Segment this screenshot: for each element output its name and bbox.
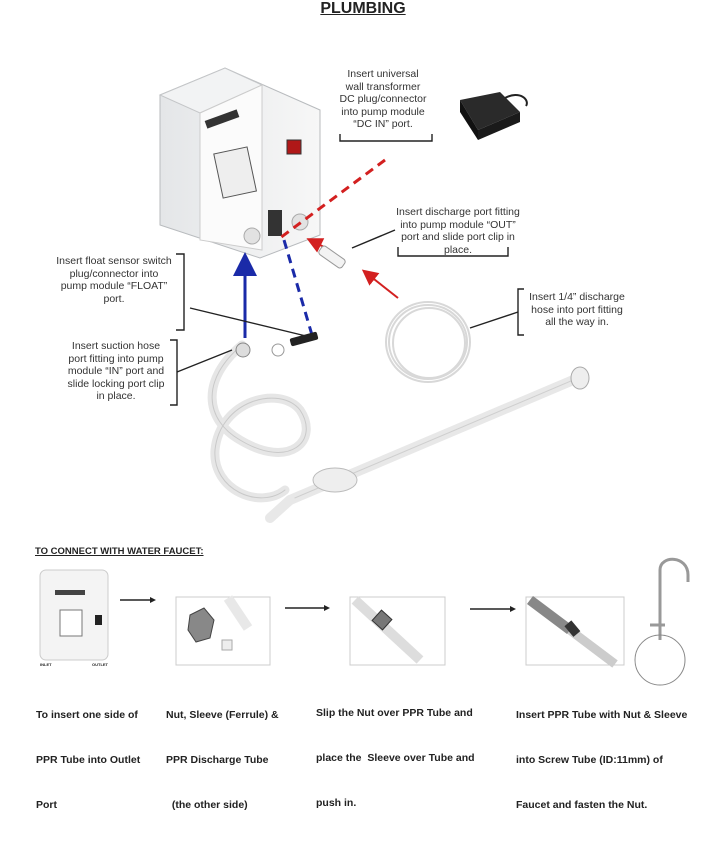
callout-line: port fitting into pump	[68, 352, 164, 365]
callout-line: into pump module	[341, 105, 425, 118]
callout-dc-in: Insert universal wall transformer DC plu…	[335, 68, 431, 131]
callout-line: port.	[103, 292, 125, 305]
step-line: PPR Tube into Outlet	[36, 754, 141, 766]
suction-hose-image	[207, 340, 311, 503]
callout-line: place.	[443, 243, 473, 256]
callout-line: DC plug/connector	[339, 93, 427, 105]
callout-line: plug/connector into	[69, 267, 159, 280]
pump-module-image	[158, 67, 321, 259]
nut-sleeve-image	[187, 595, 253, 651]
faucet-section-heading: TO CONNECT WITH WATER FAUCET:	[35, 546, 204, 557]
pump-front-image	[39, 569, 109, 661]
callout-discharge-hose: Insert 1/4” discharge hose into port fit…	[522, 291, 632, 329]
callout-line: module “IN” port and	[67, 365, 165, 377]
page-title: PLUMBING	[320, 0, 406, 17]
plumbing-diagram: PLUMBING	[35, 0, 690, 811]
callout-suction: Insert suction hose port fitting into pu…	[60, 340, 172, 403]
step-2-text: Nut, Sleeve (Ferrule) & PPR Discharge Tu…	[166, 678, 279, 843]
step-line: Insert PPR Tube with Nut & Sleeve	[516, 709, 688, 721]
step-3-text: Slip the Nut over PPR Tube and place the…	[316, 676, 475, 841]
step-line: Port	[36, 799, 57, 811]
callout-line: wall transformer	[345, 80, 421, 93]
callout-out-port: Insert discharge port fitting into pump …	[390, 206, 526, 256]
step-line: To insert one side of	[36, 709, 138, 721]
outlet-label: OUTLET	[92, 662, 108, 667]
step-line: push in.	[316, 797, 357, 809]
power-adapter-image	[460, 92, 528, 140]
callout-line: Insert suction hose	[71, 340, 161, 352]
callout-line: port and slide port clip in	[401, 231, 515, 243]
callout-line: into pump module “OUT”	[400, 218, 516, 231]
step-line: Slip the Nut over PPR Tube and	[316, 707, 473, 719]
callout-line: Insert universal	[347, 68, 419, 80]
step-1-text: To insert one side of PPR Tube into Outl…	[36, 678, 140, 843]
callout-line: Insert discharge port fitting	[396, 206, 520, 218]
callout-line: in place.	[96, 390, 136, 402]
callout-line: hose into port fitting	[531, 303, 623, 316]
step-4-text: Insert PPR Tube with Nut & Sleeve into S…	[516, 678, 687, 843]
inlet-label: INLET	[40, 662, 52, 667]
callout-line: slide locking port clip	[67, 377, 165, 390]
callout-float: Insert float sensor switch plug/connecto…	[52, 255, 176, 305]
step-line: into Screw Tube (ID:11mm) of	[516, 754, 663, 766]
callout-line: all the way in.	[545, 316, 609, 328]
tube-with-nut-image	[351, 596, 424, 664]
step-line: (the other side)	[166, 799, 248, 811]
step-line: Nut, Sleeve (Ferrule) &	[166, 709, 279, 721]
callout-line: Insert 1/4” discharge	[529, 291, 625, 303]
callout-line: pump module “FLOAT”	[60, 280, 168, 292]
tube-into-faucet-image	[527, 596, 618, 668]
discharge-hose-image	[385, 301, 471, 383]
step-line: Faucet and fasten the Nut.	[516, 799, 648, 811]
dispensing-wand-image	[265, 366, 590, 523]
step-line: place the Sleeve over Tube and	[316, 752, 475, 764]
diagram-illustration	[39, 67, 690, 686]
faucet-image	[634, 557, 690, 686]
callout-line: “DC IN” port.	[353, 118, 413, 130]
step-line: PPR Discharge Tube	[166, 754, 269, 766]
callout-line: Insert float sensor switch	[56, 255, 172, 267]
